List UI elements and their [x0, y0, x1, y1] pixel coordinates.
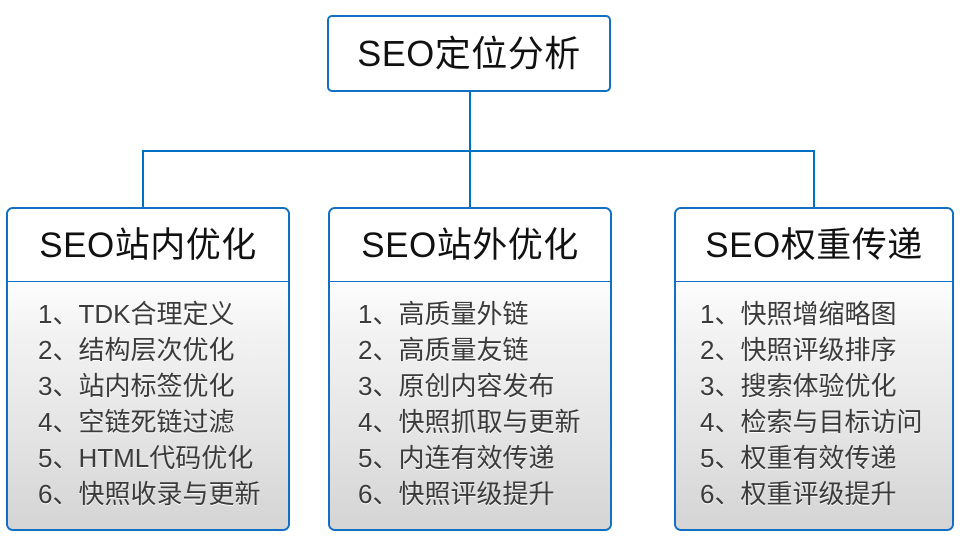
branch-node-3: SEO权重传递 1、快照增缩略图 2、快照评级排序 3、搜索体验优化 4、检索与… [674, 207, 954, 531]
branch-1-item-list: 1、TDK合理定义 2、结构层次优化 3、站内标签优化 4、空链死链过滤 5、H… [8, 282, 288, 529]
list-item: 1、快照增缩略图 [700, 299, 897, 329]
list-item: 6、快照收录与更新 [38, 479, 261, 509]
list-item: 2、结构层次优化 [38, 335, 235, 365]
list-item: 1、TDK合理定义 [38, 299, 235, 329]
branch-2-header: SEO站外优化 [330, 209, 610, 282]
list-item: 2、高质量友链 [358, 335, 529, 365]
root-node: SEO定位分析 [327, 15, 611, 92]
list-item: 3、搜索体验优化 [700, 371, 897, 401]
list-item: 4、快照抓取与更新 [358, 407, 581, 437]
branch-3-item-list: 1、快照增缩略图 2、快照评级排序 3、搜索体验优化 4、检索与目标访问 5、权… [676, 282, 952, 529]
list-item: 6、权重评级提升 [700, 479, 897, 509]
branch-node-2: SEO站外优化 1、高质量外链 2、高质量友链 3、原创内容发布 4、快照抓取与… [328, 207, 612, 531]
list-item: 5、权重有效传递 [700, 443, 897, 473]
root-node-title: SEO定位分析 [357, 32, 581, 74]
list-item: 6、快照评级提升 [358, 479, 555, 509]
connector-root-vertical [469, 92, 471, 151]
branch-3-header: SEO权重传递 [676, 209, 952, 282]
list-item: 4、空链死链过滤 [38, 407, 235, 437]
branch-2-title: SEO站外优化 [361, 225, 579, 265]
connector-branch-2-drop [469, 150, 471, 208]
branch-1-title: SEO站内优化 [39, 225, 257, 265]
connector-branch-1-drop [142, 150, 144, 208]
branch-1-header: SEO站内优化 [8, 209, 288, 282]
branch-node-1: SEO站内优化 1、TDK合理定义 2、结构层次优化 3、站内标签优化 4、空链… [6, 207, 290, 531]
connector-horizontal-bus [142, 150, 815, 152]
list-item: 3、原创内容发布 [358, 371, 555, 401]
list-item: 5、HTML代码优化 [38, 443, 254, 473]
branch-3-title: SEO权重传递 [705, 225, 923, 265]
list-item: 2、快照评级排序 [700, 335, 897, 365]
list-item: 4、检索与目标访问 [700, 407, 923, 437]
list-item: 5、内连有效传递 [358, 443, 555, 473]
list-item: 3、站内标签优化 [38, 371, 235, 401]
branch-2-item-list: 1、高质量外链 2、高质量友链 3、原创内容发布 4、快照抓取与更新 5、内连有… [330, 282, 610, 529]
list-item: 1、高质量外链 [358, 299, 529, 329]
connector-branch-3-drop [813, 150, 815, 208]
